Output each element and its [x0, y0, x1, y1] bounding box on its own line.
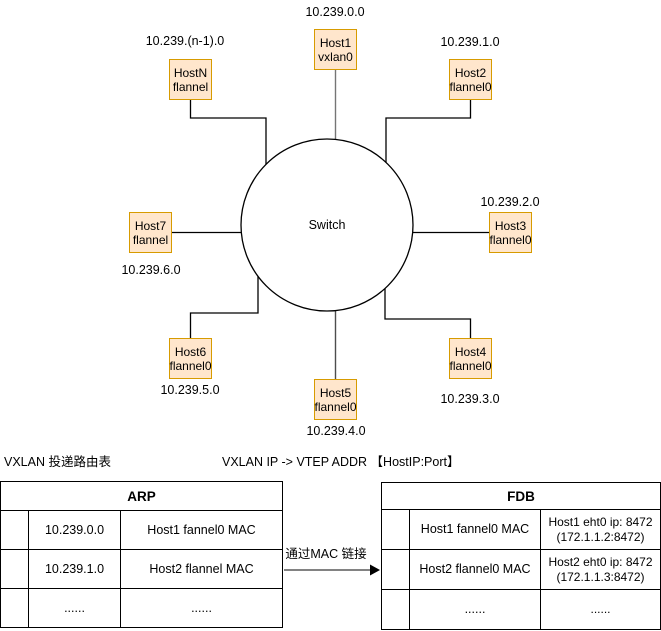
host2-iface: flannel0 [449, 79, 492, 94]
arp-row2-col1 [1, 550, 29, 588]
network-label-host3: 10.239.2.0 [480, 195, 540, 209]
host1-name: Host1 [319, 35, 352, 50]
fdb-row1-vtep: Host1 eht0 ip: 8472 (172.1.1.2:8472) [541, 510, 660, 549]
host5-name: Host5 [319, 385, 352, 400]
table-row: Host1 fannel0 MAC Host1 eht0 ip: 8472 (1… [382, 510, 660, 550]
host2-name: Host2 [454, 65, 487, 80]
fdb-row3-vtep-line1: ...... [590, 602, 611, 617]
host7-name: Host7 [134, 218, 167, 233]
network-label-host1: 10.239.0.0 [305, 5, 365, 19]
network-label-host5: 10.239.4.0 [306, 424, 366, 438]
table-row: Host2 flannel0 MAC Host2 eht0 ip: 8472 (… [382, 550, 660, 590]
host4-name: Host4 [454, 344, 487, 359]
node-host2: Host2 flannel0 [449, 59, 492, 100]
node-host7: Host7 flannel [129, 212, 172, 253]
host5-iface: flannel0 [314, 399, 357, 414]
arp-row2-mac: Host2 flannel MAC [149, 561, 254, 576]
node-host4: Host4 flannel0 [449, 338, 492, 379]
hostN-iface: flannel [172, 79, 209, 94]
fdb-row1-col1 [382, 510, 410, 549]
arp-row1-mac: Host1 fannel0 MAC [147, 522, 256, 537]
fdb-table: FDB Host1 fannel0 MAC Host1 eht0 ip: 847… [381, 482, 661, 630]
network-label-host2: 10.239.1.0 [440, 35, 500, 49]
arp-row1-ip: 10.239.0.0 [29, 511, 121, 549]
fdb-row3-vtep: ...... [541, 590, 660, 629]
arp-row2-ip: 10.239.1.0 [29, 550, 121, 588]
network-label-host7: 10.239.6.0 [121, 263, 181, 277]
fdb-row1-vtep-line1: Host1 eht0 ip: 8472 [548, 515, 653, 529]
fdb-table-title: FDB [382, 483, 660, 510]
arp-table: ARP 10.239.0.0 Host1 fannel0 MAC 10.239.… [0, 481, 283, 628]
fdb-row2-col1 [382, 550, 410, 589]
mac-link-arrow-head [370, 564, 380, 576]
arp-row3-col1 [1, 589, 29, 627]
fdb-row1-vtep-line2: (172.1.1.2:8472) [556, 529, 645, 544]
node-hostN: HostN flannel [169, 59, 212, 100]
fdb-row3-col1 [382, 590, 410, 629]
link-host6-switch [189, 272, 259, 338]
host1-iface: vxlan0 [318, 49, 353, 64]
arp-row3-mac: ...... [191, 600, 212, 615]
host6-iface: flannel0 [169, 358, 212, 373]
table-row: ...... ...... [1, 589, 282, 627]
link-host2-switch [385, 100, 472, 168]
fdb-row2-vtep: Host2 eht0 ip: 8472 (172.1.1.3:8472) [541, 550, 660, 589]
host6-name: Host6 [174, 344, 207, 359]
switch-label: Switch [308, 218, 346, 232]
node-host5: Host5 flannel0 [314, 379, 357, 420]
fdb-row2-mac: Host2 flannel0 MAC [410, 550, 541, 589]
arp-row3-ip: ...... [29, 589, 121, 627]
routing-table-caption: VXLAN 投递路由表 [4, 455, 111, 469]
host3-name: Host3 [494, 218, 527, 233]
host3-iface: flannel0 [489, 232, 532, 247]
hostN-name: HostN [173, 65, 208, 80]
node-host3: Host3 flannel0 [489, 212, 532, 253]
network-label-hostN: 10.239.(n-1).0 [145, 34, 225, 48]
fdb-row1-mac: Host1 fannel0 MAC [410, 510, 541, 549]
vtep-mapping-caption: VXLAN IP -> VTEP ADDR 【HostIP:Port】 [222, 455, 460, 469]
node-host6: Host6 flannel0 [169, 338, 212, 379]
table-row: ...... ...... [382, 590, 660, 629]
mac-link-arrow-label: 通过MAC 链接 [285, 547, 367, 561]
host4-iface: flannel0 [449, 358, 492, 373]
table-row: 10.239.0.0 Host1 fannel0 MAC [1, 511, 282, 550]
fdb-row3-mac: ...... [410, 590, 541, 629]
network-label-host6: 10.239.5.0 [160, 383, 220, 397]
link-host4-switch [384, 283, 472, 338]
switch-circle [240, 138, 414, 312]
fdb-row2-vtep-line1: Host2 eht0 ip: 8472 [548, 555, 653, 569]
fdb-row2-vtep-line2: (172.1.1.3:8472) [556, 569, 645, 584]
node-host1: Host1 vxlan0 [314, 29, 357, 70]
arp-row1-col1 [1, 511, 29, 549]
table-row: 10.239.1.0 Host2 flannel MAC [1, 550, 282, 589]
link-hostN-switch [189, 100, 267, 170]
host7-iface: flannel [132, 232, 169, 247]
network-label-host4: 10.239.3.0 [440, 392, 500, 406]
arp-table-title: ARP [1, 482, 282, 511]
